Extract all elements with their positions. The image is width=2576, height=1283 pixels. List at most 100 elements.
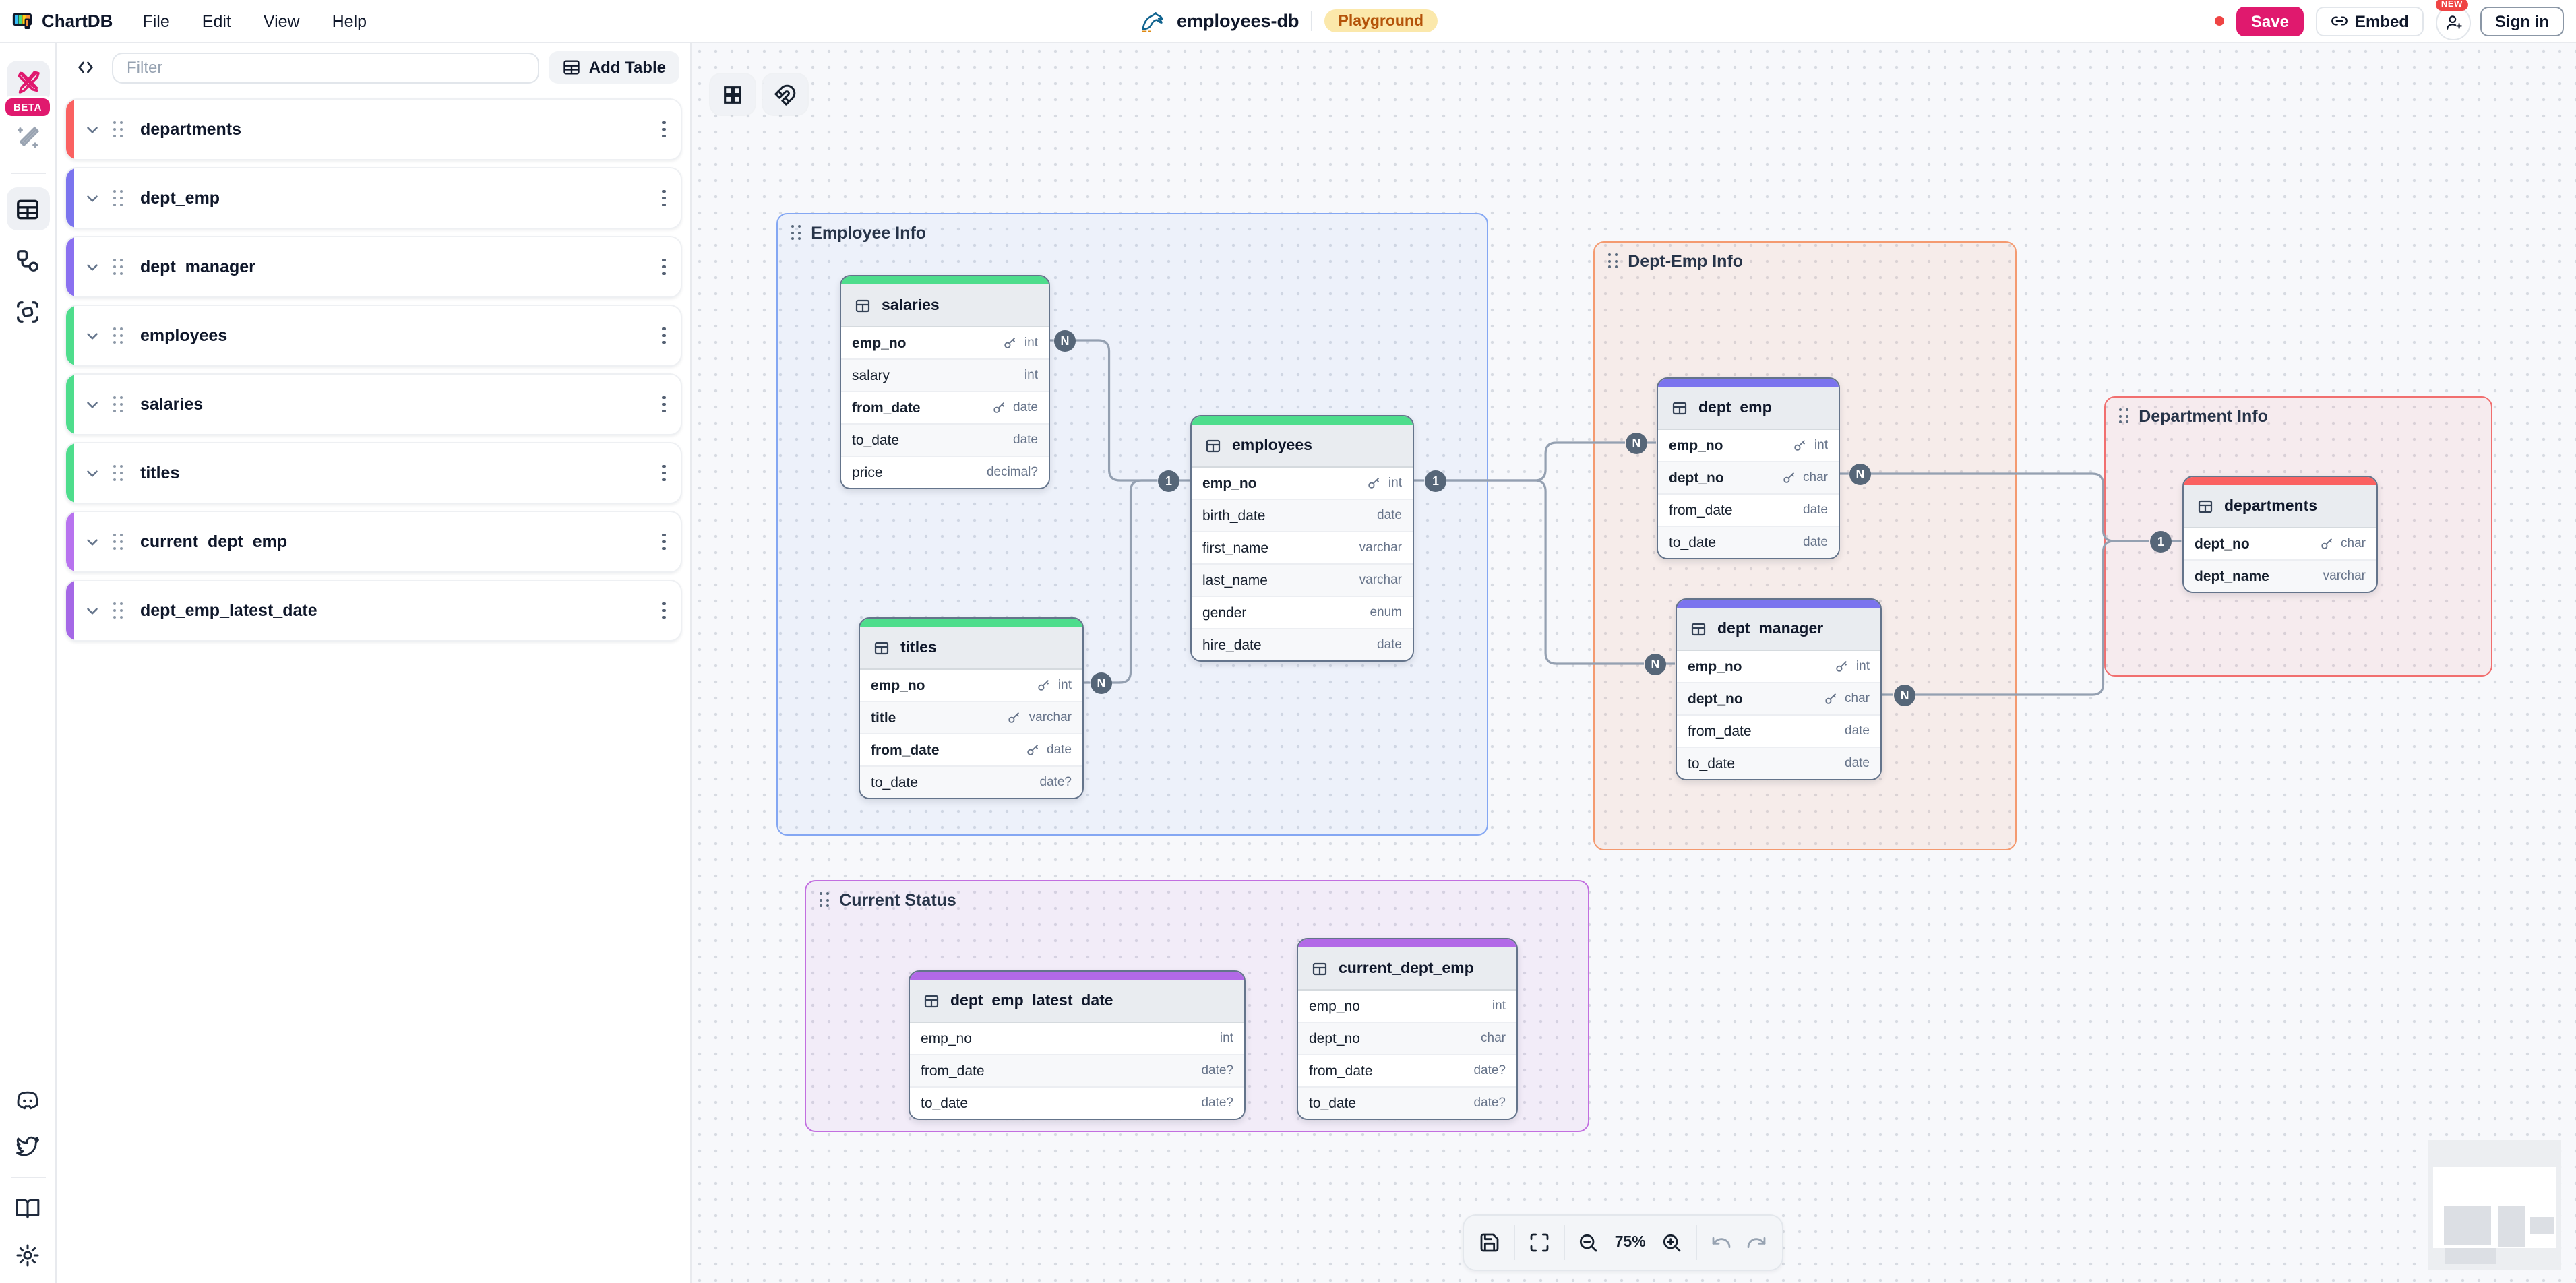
- kebab-menu-icon[interactable]: [662, 464, 666, 482]
- table-header[interactable]: titles: [860, 627, 1082, 670]
- relationship-edge[interactable]: [1446, 479, 1644, 665]
- save-button[interactable]: Save: [2236, 6, 2304, 36]
- table-header[interactable]: dept_manager: [1677, 608, 1880, 651]
- discord-link-button[interactable]: [6, 1082, 49, 1117]
- twitter-link-button[interactable]: [6, 1128, 49, 1163]
- ai-assistant-button[interactable]: [6, 116, 49, 159]
- zoom-level[interactable]: 75%: [1614, 1234, 1646, 1251]
- kebab-menu-icon[interactable]: [662, 258, 666, 276]
- drag-handle-icon[interactable]: [113, 464, 124, 482]
- sidebar-table-row-dept_emp_latest_date[interactable]: dept_emp_latest_date: [65, 580, 682, 642]
- chevron-down-icon[interactable]: [84, 121, 101, 138]
- sidebar-table-row-titles[interactable]: titles: [65, 442, 682, 504]
- signin-button[interactable]: Sign in: [2480, 6, 2564, 36]
- save-diagram-button[interactable]: [1475, 1224, 1504, 1261]
- docs-button[interactable]: [6, 1191, 49, 1226]
- kebab-menu-icon[interactable]: [662, 327, 666, 344]
- relationship-edge[interactable]: [1075, 339, 1158, 482]
- drag-handle-icon[interactable]: [113, 189, 124, 207]
- kebab-menu-icon[interactable]: [662, 602, 666, 619]
- relationships-panel-button[interactable]: [6, 239, 49, 282]
- chevron-down-icon[interactable]: [84, 464, 101, 482]
- layout-grid-button[interactable]: [710, 74, 755, 115]
- sidebar-table-row-dept_emp[interactable]: dept_emp: [65, 167, 682, 229]
- areas-panel-button[interactable]: [6, 290, 49, 333]
- sidebar-table-row-current_dept_emp[interactable]: current_dept_emp: [65, 511, 682, 573]
- drag-handle-icon[interactable]: [113, 121, 124, 138]
- kebab-menu-icon[interactable]: [662, 396, 666, 413]
- diagram-title[interactable]: employees-db: [1176, 11, 1299, 31]
- relationship-edge[interactable]: [1111, 479, 1158, 684]
- drag-handle-icon[interactable]: [791, 224, 801, 241]
- settings-button[interactable]: [6, 1237, 49, 1272]
- sidebar-table-row-salaries[interactable]: salaries: [65, 373, 682, 435]
- zoom-out-button[interactable]: [1574, 1224, 1603, 1261]
- relationship-edge[interactable]: [1870, 472, 2149, 542]
- menu-view[interactable]: View: [263, 11, 300, 30]
- undo-button[interactable]: [1707, 1224, 1736, 1261]
- menu-edit[interactable]: Edit: [202, 11, 231, 30]
- drag-handle-icon[interactable]: [820, 891, 830, 908]
- chevron-down-icon[interactable]: [84, 533, 101, 551]
- table-header[interactable]: departments: [2184, 485, 2376, 528]
- relationship-edge[interactable]: [1914, 540, 2149, 696]
- table-header[interactable]: current_dept_emp: [1298, 947, 1516, 991]
- chevron-down-icon[interactable]: [84, 327, 101, 344]
- chevron-down-icon[interactable]: [84, 602, 101, 619]
- snap-magnet-button[interactable]: [763, 74, 807, 115]
- drag-handle-icon[interactable]: [113, 396, 124, 413]
- code-view-toggle[interactable]: [67, 51, 102, 84]
- drag-handle-icon[interactable]: [113, 258, 124, 276]
- drag-handle-icon[interactable]: [2119, 408, 2129, 425]
- tables-panel-button[interactable]: [6, 187, 49, 230]
- table-header[interactable]: salaries: [841, 284, 1049, 327]
- invite-user[interactable]: NEW: [2435, 0, 2471, 40]
- add-table-button[interactable]: Add Table: [548, 51, 679, 84]
- drag-handle-icon[interactable]: [113, 602, 124, 619]
- chevron-down-icon[interactable]: [84, 189, 101, 207]
- minimap[interactable]: [2428, 1140, 2561, 1270]
- chevron-down-icon[interactable]: [84, 258, 101, 276]
- drag-handle-icon[interactable]: [1608, 253, 1618, 270]
- drag-handle-icon[interactable]: [113, 533, 124, 551]
- sidebar-table-row-departments[interactable]: departments: [65, 98, 682, 160]
- drag-handle-icon[interactable]: [113, 327, 124, 344]
- table-header[interactable]: dept_emp: [1658, 387, 1839, 430]
- filter-input[interactable]: [112, 52, 539, 83]
- zoom-in-button[interactable]: [1657, 1224, 1687, 1261]
- kebab-menu-icon[interactable]: [662, 533, 666, 551]
- kebab-menu-icon[interactable]: [662, 189, 666, 207]
